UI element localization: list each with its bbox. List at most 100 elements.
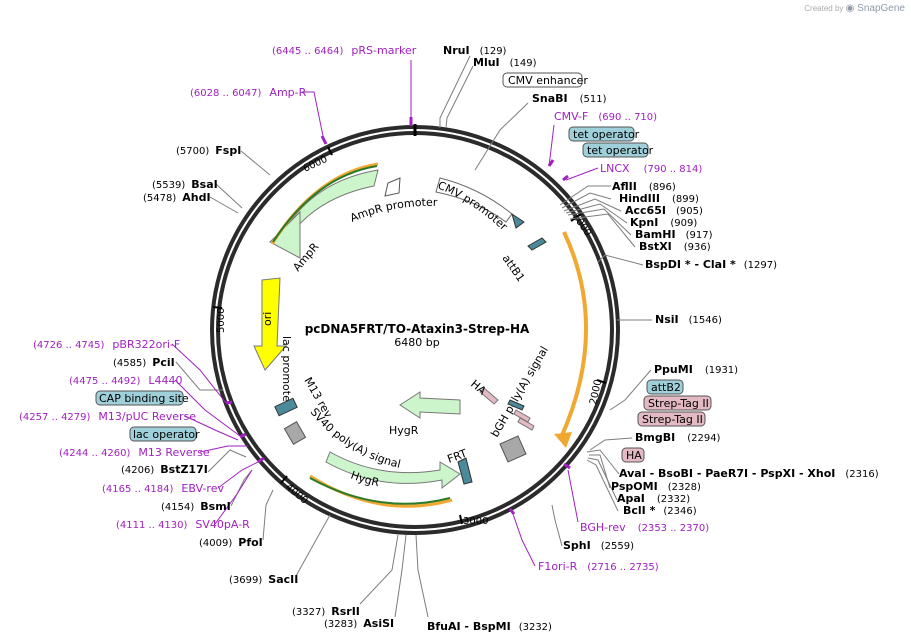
enzyme-avai-group: AvaI - BsoBI - PaeR7I - PspXI - XhoI(231…: [619, 467, 879, 480]
primer-leaders: [171, 60, 599, 567]
primer-m13-puc-reverse: (4257 .. 4279)M13/pUC Reverse: [19, 410, 196, 423]
enzyme-acc65i: Acc65I(905): [625, 204, 703, 217]
ampr-head: [269, 210, 301, 259]
tet-operator-box-1: [568, 126, 635, 142]
feature-boxes: CMV enhancer tet operator tet operator a…: [95, 72, 712, 463]
tick-5000: 5000: [216, 308, 227, 333]
attb1-arrow: [527, 237, 547, 251]
hygr-lower-arrow: [325, 451, 461, 490]
attb1-label: attB1: [500, 252, 528, 284]
enzyme-bstz17i: (4206)BstZ17I: [121, 463, 208, 476]
enzyme-sacii: (3699)SacII: [229, 573, 298, 586]
tick-mark-2000: [596, 379, 607, 384]
tick-3000: 3000: [463, 516, 488, 527]
enzyme-leaders: [175, 55, 652, 618]
tick-2000: 2000: [588, 378, 604, 405]
enzyme-asisi: (3283)AsiSI: [324, 617, 394, 630]
tick-mark-3000: [459, 514, 463, 525]
lac-operator-box: [129, 426, 197, 442]
enzyme-bcli: BclI *(2346): [623, 504, 697, 517]
lncx-mark: [562, 174, 569, 182]
bgh-polya-label: bGH poly(A) signal: [488, 344, 551, 439]
tick-mark-1000: [570, 213, 582, 222]
primer-amp-r: (6028 .. 6047)Amp-R: [190, 86, 307, 99]
enzyme-bfuai-bspmi: BfuAI - BspMI(3232): [427, 620, 552, 633]
hygr-upper-arrow: [399, 391, 461, 419]
cmv-f-mark: [547, 159, 555, 167]
ori-arrow: [253, 277, 288, 371]
primer-l4440: (4475 .. 4492)L4440: [69, 374, 183, 387]
enzyme-bsai: (5539)BsaI: [152, 178, 218, 191]
snapgene-logo: ◉ SnapGene: [845, 3, 905, 14]
enzyme-pspomi: PspOMI(2328): [611, 480, 701, 493]
enzyme-bstxi: BstXI(936): [639, 240, 711, 253]
tick-mark-6000: [327, 146, 333, 156]
enzyme-rsrii: (3327)RsrII: [292, 605, 360, 618]
plasmid-length: 6480 bp: [394, 336, 439, 349]
cap-binding-site-box: [95, 390, 184, 406]
primer-f1ori-r: F1ori-R(2716 .. 2735): [538, 560, 659, 573]
insert-orange-arc: [558, 231, 589, 441]
bgh-polya-block: [499, 435, 527, 463]
enzyme-kpni: KpnI(909): [630, 216, 697, 229]
ha-box: [621, 447, 645, 463]
pbr322-mark: [225, 400, 233, 405]
cmv-enhancer-text: CMV enhancer: [508, 74, 588, 87]
enzyme-ppumi: PpuMI(1931): [654, 363, 738, 376]
credit-prefix: Created by: [804, 4, 844, 13]
enzyme-bamhi: BamHI(917): [635, 228, 713, 241]
ampr-promoter-label: AmpR promoter: [348, 196, 438, 225]
plasmid-name: pcDNA5FRT/TO-Ataxin3-Strep-HA: [305, 322, 530, 336]
ampr-green-track: [272, 165, 378, 243]
lac-operator-text: lac operator: [133, 428, 200, 441]
primer-ebv-rev: (4165 .. 4184)EBV-rev: [102, 482, 224, 495]
attb2-arrow: [507, 399, 525, 411]
hygr-label-1: HygR: [389, 424, 419, 437]
ampr-promoter-arrow: [384, 177, 401, 197]
insert-arc-head: [554, 432, 572, 448]
enzyme-sphi: SphI(2559): [563, 539, 634, 552]
amp-r-mark: [320, 135, 328, 145]
backbone: [210, 124, 620, 535]
primer-sv40pa-r: (4111 .. 4130)SV40pA-R: [116, 518, 250, 531]
primer-bgh-rev: BGH-rev(2353 .. 2370): [580, 521, 709, 534]
enzyme-pfoi: (4009)PfoI: [199, 536, 263, 549]
lac-operator-block: [274, 397, 298, 417]
frt-label: FRT: [446, 447, 469, 466]
cmv-enhancer-box: [502, 72, 583, 88]
primer-m13-reverse: (4244 .. 4260)M13 Reverse: [59, 446, 210, 459]
enzyme-mlui: MluI(149): [473, 56, 537, 69]
primer-marks: [225, 117, 571, 515]
tet-operator-text-1: tet operator: [573, 128, 640, 141]
cmv-arrow-head: [511, 212, 525, 229]
enzyme-snabi: SnaBI(511): [532, 92, 607, 105]
frt-arrow: [457, 457, 473, 485]
ha-text: HA: [626, 449, 642, 462]
tet-operator-text-2: tet operator: [587, 144, 654, 157]
snapgene-credit: Created by ◉ SnapGene: [804, 3, 905, 14]
sv40-block: [283, 421, 307, 445]
attb2-box: [646, 379, 684, 395]
enzyme-fspi: (5700)FspI: [176, 144, 241, 157]
enzyme-bspdi-clai: BspDI * - ClaI *(1297): [645, 258, 777, 271]
enzyme-bmgbi: BmgBI(2294): [635, 431, 721, 444]
hygr-green-track: [309, 477, 451, 505]
ori-label: ori: [261, 312, 274, 326]
enzyme-bsmi: (4154)BsmI: [161, 500, 231, 513]
primer-pbr322ori-f: (4726 .. 4745)pBR322ori-F: [33, 338, 180, 351]
cmv-enhancer-arrow: [435, 177, 513, 223]
sv40-polya-label: SV40 poly(A) signal: [308, 406, 402, 471]
enzyme-labels: NruI(129) MluI(149) SnaBI(511) AflII(896…: [113, 44, 879, 633]
primer-cmv-f: CMV-F(690 .. 710): [554, 110, 657, 123]
strep-tag-text-2: Strep-Tag II: [642, 413, 703, 426]
strep-tag-box-1: [643, 395, 712, 411]
enzyme-hindiii: HindIII(899): [619, 192, 699, 205]
enzyme-nsii: NsiI(1546): [655, 313, 722, 326]
primer-lncx: LNCX(790 .. 814): [600, 162, 702, 175]
attb2-text: attB2: [651, 381, 681, 394]
enzyme-nrui: NruI(129): [443, 44, 507, 57]
credit-brand: SnapGene: [857, 3, 905, 14]
strep-tag-text-1: Strep-Tag II: [648, 397, 709, 410]
bgh-rev-mark: [563, 462, 571, 470]
